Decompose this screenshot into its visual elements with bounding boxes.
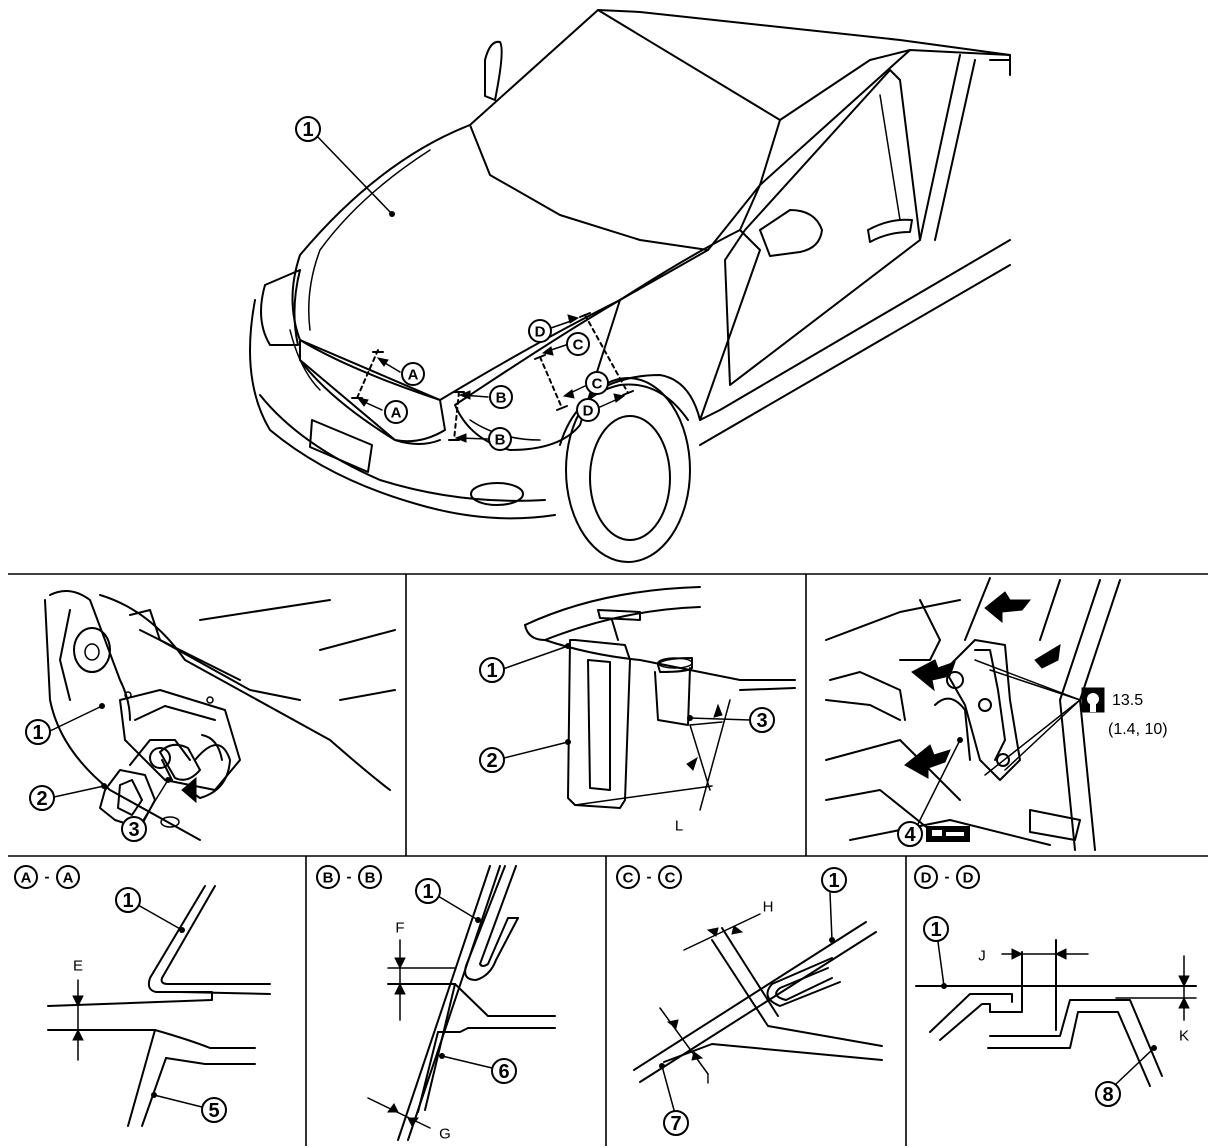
section-cc-title-right: C [665, 870, 676, 887]
section-cc: C - C H I 1 7 [616, 865, 883, 1136]
section-dd: D - D J K 1 8 [914, 865, 1197, 1107]
section-mark-c-lower: C [592, 376, 603, 393]
section-mark-d-lower: D [583, 403, 594, 420]
section-aa-title-sep: - [45, 869, 50, 886]
panel-frames [8, 573, 1208, 1146]
section-aa-title-left: A [21, 870, 32, 887]
section-bb-title-left: B [323, 870, 334, 887]
callout-aa-hood: 1 [122, 890, 133, 912]
adjust-tool-icon [926, 826, 970, 842]
section-mark-b-upper: B [496, 390, 507, 407]
detail-hood-hinge: 13.5 (1.4, 10) 4 [825, 577, 1168, 851]
section-dd-title-sep: - [945, 869, 950, 886]
dimension-f-label: F [395, 920, 404, 937]
callout-bb-hood: 1 [422, 881, 433, 903]
callout-striker: 2 [486, 750, 497, 772]
section-mark-c-upper: C [573, 337, 584, 354]
section-cc-title-sep: - [647, 869, 652, 886]
section-mark-b-lower: B [495, 432, 506, 449]
section-bb-title-sep: - [347, 869, 352, 886]
torque-value: 13.5 [1112, 692, 1143, 709]
callout-cc-fender: 7 [670, 1113, 681, 1135]
section-aa: A - A E 1 5 [14, 865, 271, 1127]
callout-dd-bumper: 8 [1102, 1084, 1113, 1106]
dimension-j-label: J [978, 948, 986, 965]
section-mark-d-upper: D [535, 324, 546, 341]
section-bb-title-right: B [365, 870, 376, 887]
torque-wrench-icon [1081, 687, 1105, 713]
section-cc-title-left: C [623, 870, 634, 887]
callout-bolt: 4 [904, 824, 916, 846]
torque-alt-units: (1.4, 10) [1108, 721, 1168, 738]
section-bb: B - B F G 1 6 [316, 865, 556, 1143]
vehicle-overview: 1 A A B B C C [249, 9, 1011, 563]
callout-bumper-rubber: 3 [128, 819, 139, 841]
callout-dd-hood: 1 [930, 919, 941, 941]
callout-hood: 1 [302, 119, 313, 141]
dimension-h-label: H [763, 899, 774, 916]
section-aa-title-right: A [63, 870, 74, 887]
dimension-l-label: L [675, 818, 683, 835]
callout-aa-radiator-support: 5 [208, 1100, 219, 1122]
callout-cc-hood: 1 [828, 870, 839, 892]
detail-bumper-rubber-height: L 1 2 3 [479, 586, 796, 835]
section-mark-a-upper: A [408, 367, 419, 384]
dimension-g-label: G [439, 1126, 451, 1143]
callout-hood-latch-panel: 1 [32, 722, 43, 744]
detail-bumper-rubber-install: 1 2 3 [25, 590, 396, 842]
dimension-i-label: I [706, 1071, 710, 1088]
section-dd-title-right: D [963, 870, 974, 887]
callout-latch: 2 [36, 788, 47, 810]
dimension-e-label: E [73, 958, 83, 975]
section-mark-a-lower: A [391, 405, 402, 422]
section-dd-title-left: D [921, 870, 932, 887]
dimension-k-label: K [1179, 1028, 1189, 1045]
callout-rubber: 3 [756, 710, 767, 732]
callout-hood-striker-panel: 1 [486, 660, 497, 682]
callout-bb-headlamp: 6 [498, 1061, 509, 1083]
